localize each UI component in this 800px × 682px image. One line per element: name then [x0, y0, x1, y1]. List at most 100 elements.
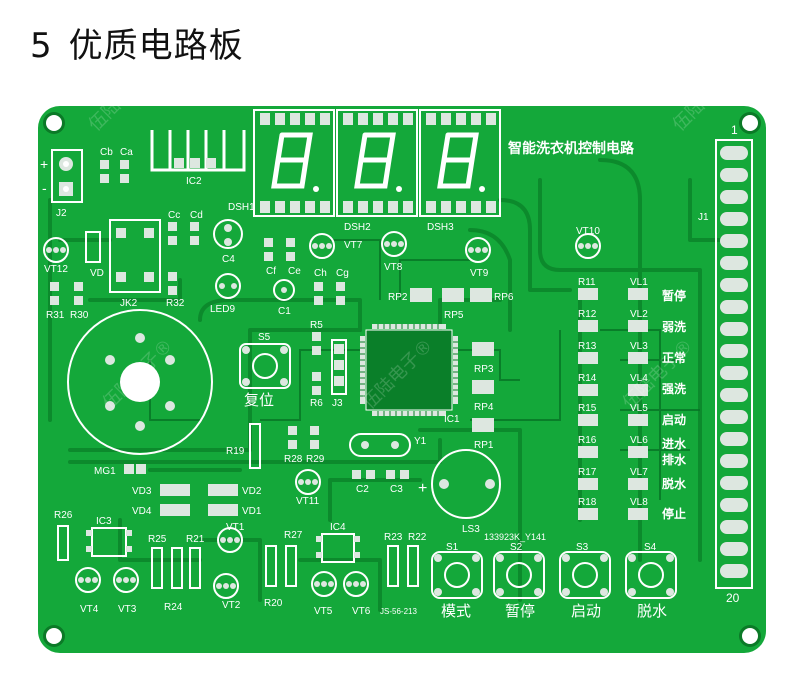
label-c2: C2	[356, 484, 369, 495]
mcu-ic1	[360, 324, 458, 416]
label-r17: R17	[578, 467, 597, 478]
label-vd4: VD4	[132, 506, 152, 517]
label-rp1: RP1	[474, 440, 494, 451]
j1-pin-pad	[720, 432, 748, 446]
section-number: 5	[30, 26, 53, 66]
label-s2: S2	[510, 542, 523, 553]
label-vl1: VL1	[630, 277, 648, 288]
j1-pin-pad	[720, 454, 748, 468]
j1-pin-pad	[720, 388, 748, 402]
label-r27: R27	[284, 530, 303, 541]
header-j3	[331, 339, 347, 395]
label-vl4: VL4	[630, 373, 648, 384]
label-ch: Ch	[314, 268, 327, 279]
label-vt11: VT11	[296, 496, 320, 507]
seven-segment-displays	[253, 109, 501, 217]
label-cc: Cc	[168, 210, 180, 221]
label-j2: J2	[56, 208, 67, 219]
label-dsh2: DSH2	[344, 222, 371, 233]
mg1-pads	[124, 464, 146, 474]
round-components	[213, 219, 295, 301]
j1-pin-pad	[720, 168, 748, 182]
label-s1: S1	[446, 542, 459, 553]
label-r13: R13	[578, 341, 597, 352]
label-ic1: IC1	[444, 414, 460, 425]
j1-pin-pad	[720, 278, 748, 292]
label-mg1: MG1	[94, 466, 116, 477]
label-r22: R22	[408, 532, 427, 543]
label-vt9: VT9	[470, 268, 489, 279]
ic3-ic4	[86, 527, 360, 563]
j1-pin-pad	[720, 564, 748, 578]
label-r12: R12	[578, 309, 597, 320]
j1-pin-pad	[720, 322, 748, 336]
resistor-packs	[410, 288, 494, 432]
label-led9: LED9	[210, 304, 235, 315]
status-label-start: 启动	[662, 412, 686, 427]
label-ls3: LS3	[462, 524, 480, 535]
j1-pin-pad	[720, 256, 748, 270]
button-label-spin: 脱水	[637, 603, 667, 620]
status-label-inlet: 进水	[662, 436, 687, 451]
label-s3: S3	[576, 542, 589, 553]
label-vt7: VT7	[344, 240, 363, 251]
j1-pin-pad	[720, 234, 748, 248]
buzzer-ls3	[431, 449, 501, 519]
label-r31: R31	[46, 310, 65, 321]
label-j3: J3	[332, 398, 343, 409]
status-label-spin: 脱水	[662, 476, 687, 491]
j1-pin-last: 20	[726, 591, 740, 605]
diode-vd	[85, 231, 101, 263]
label-ic3: IC3	[96, 516, 112, 527]
j1-pin-pad	[720, 212, 748, 226]
label-vd3: VD3	[132, 486, 152, 497]
label-r19: R19	[226, 446, 245, 457]
label-s4: S4	[644, 542, 657, 553]
relay-jk2	[109, 219, 161, 293]
label-vt2: VT2	[222, 600, 241, 611]
j1-pin-pad	[720, 476, 748, 490]
label-r5: R5	[310, 320, 323, 331]
label-dsh3: DSH3	[427, 222, 454, 233]
label-cd: Cd	[190, 210, 203, 221]
smd-pads	[50, 160, 409, 479]
label-r28: R28	[284, 454, 303, 465]
j1-pin-pad	[720, 300, 748, 314]
label-r25: R25	[148, 534, 167, 545]
label-r23: R23	[384, 532, 403, 543]
copper-traces	[48, 158, 722, 612]
label-vt4: VT4	[80, 604, 99, 615]
label-vl6: VL6	[630, 435, 648, 446]
label-r18: R18	[578, 497, 597, 508]
label-vl8: VL8	[630, 497, 648, 508]
j1-pin-pad	[720, 542, 748, 556]
label-y1: Y1	[414, 436, 427, 447]
j1-pin-pad	[720, 366, 748, 380]
label-c1: C1	[278, 306, 291, 317]
label-rp4: RP4	[474, 402, 494, 413]
reset-switch-s5	[239, 343, 291, 389]
label-vt5: VT5	[314, 606, 333, 617]
label-vl3: VL3	[630, 341, 648, 352]
buzzer-plus: +	[418, 480, 427, 497]
board-title-silk: 智能洗衣机控制电路	[507, 140, 635, 156]
label-vt6: VT6	[352, 606, 371, 617]
status-label-weak: 弱洗	[662, 319, 686, 334]
diodes-vd1-vd4	[160, 484, 238, 516]
label-r6: R6	[310, 398, 323, 409]
label-jk2: JK2	[120, 298, 138, 309]
j1-pin-first: 1	[731, 123, 738, 137]
label-c3: C3	[390, 484, 403, 495]
switches-s1-s4	[431, 551, 677, 599]
status-label-stop: 停止	[662, 506, 686, 521]
label-vt3: VT3	[118, 604, 137, 615]
label-r15: R15	[578, 403, 597, 414]
component-labels: J1 Cb Ca IC2 Cc Cd C4 Cf Ce VT7 VT8 VT9 …	[44, 147, 709, 617]
button-labels: 模式 暂停 启动 脱水	[441, 603, 667, 620]
crystal-y1	[349, 433, 411, 457]
label-vd: VD	[90, 268, 104, 279]
label-rp6: RP6	[494, 292, 514, 303]
label-r32: R32	[166, 298, 185, 309]
